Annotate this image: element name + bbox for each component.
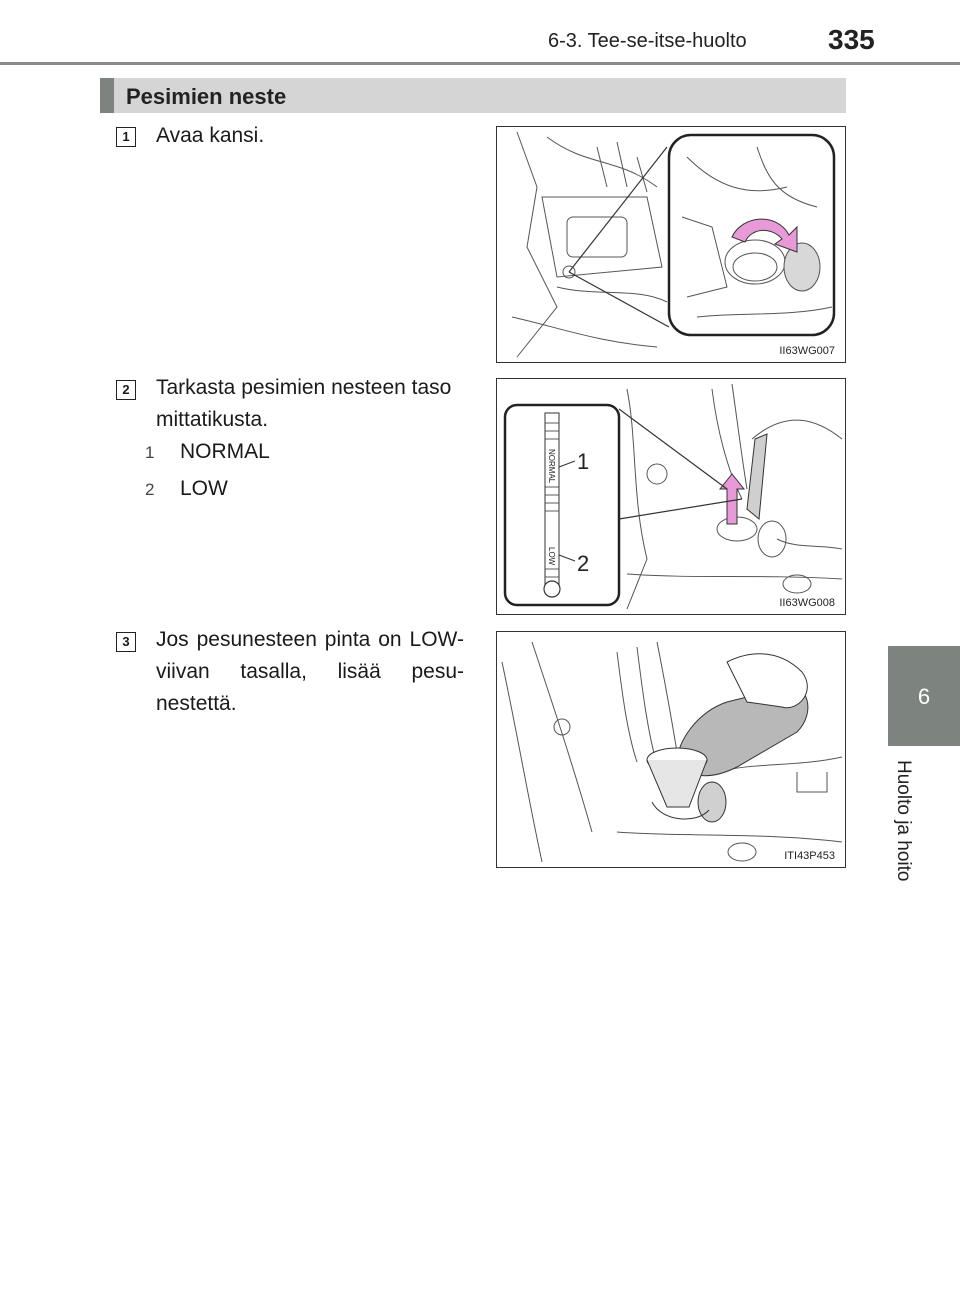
chapter-title: Huolto ja hoito [892,760,922,890]
figure-add-fluid: ITI43P453 [496,631,846,868]
section-title-bar: Pesimien neste [100,78,846,113]
adding-washer-fluid-illustration [501,641,843,863]
section-title: Pesimien neste [126,84,287,109]
figure-code-1: II63WG007 [779,345,835,357]
engine-bay-open-cap-illustration [511,131,836,358]
chapter-number: 6 [917,684,931,709]
step-3-number: 3 [116,632,136,652]
step-1-number: 1 [116,127,136,147]
item-2-label: LOW [180,477,228,500]
step-3-text: Jos pesunesteen pinta on LOW-viivan tasa… [156,628,464,715]
item-1-number: 1 [145,443,155,462]
chapter-tab: 6 [888,646,960,746]
section-accent [100,78,114,113]
step-2-text: Tarkasta pesimien nesteen taso mittatiku… [156,376,452,431]
step-1-text: Avaa kansi. [156,124,265,147]
figure-open-cap: II63WG007 [496,126,846,363]
step-2-number: 2 [116,380,136,400]
dipstick-low-marking: LOW [547,547,556,566]
figure-code-2: II63WG008 [779,597,835,609]
figure-code-3: ITI43P453 [784,850,835,862]
callout-2: 2 [577,551,589,576]
header-rule [0,62,960,65]
figure-dipstick: NORMAL LOW 1 2 II63WG008 [496,378,846,615]
item-1-label: NORMAL [180,440,270,463]
chapter-title-text: Huolto ja hoito [893,760,914,882]
dipstick-illustration: NORMAL LOW 1 2 [503,383,843,610]
callout-1: 1 [577,449,589,474]
page-number: 335 [828,24,875,55]
item-2-number: 2 [145,480,155,499]
section-heading: 6-3. Tee-se-itse-huolto [548,30,747,52]
dipstick-normal-marking: NORMAL [547,449,556,484]
